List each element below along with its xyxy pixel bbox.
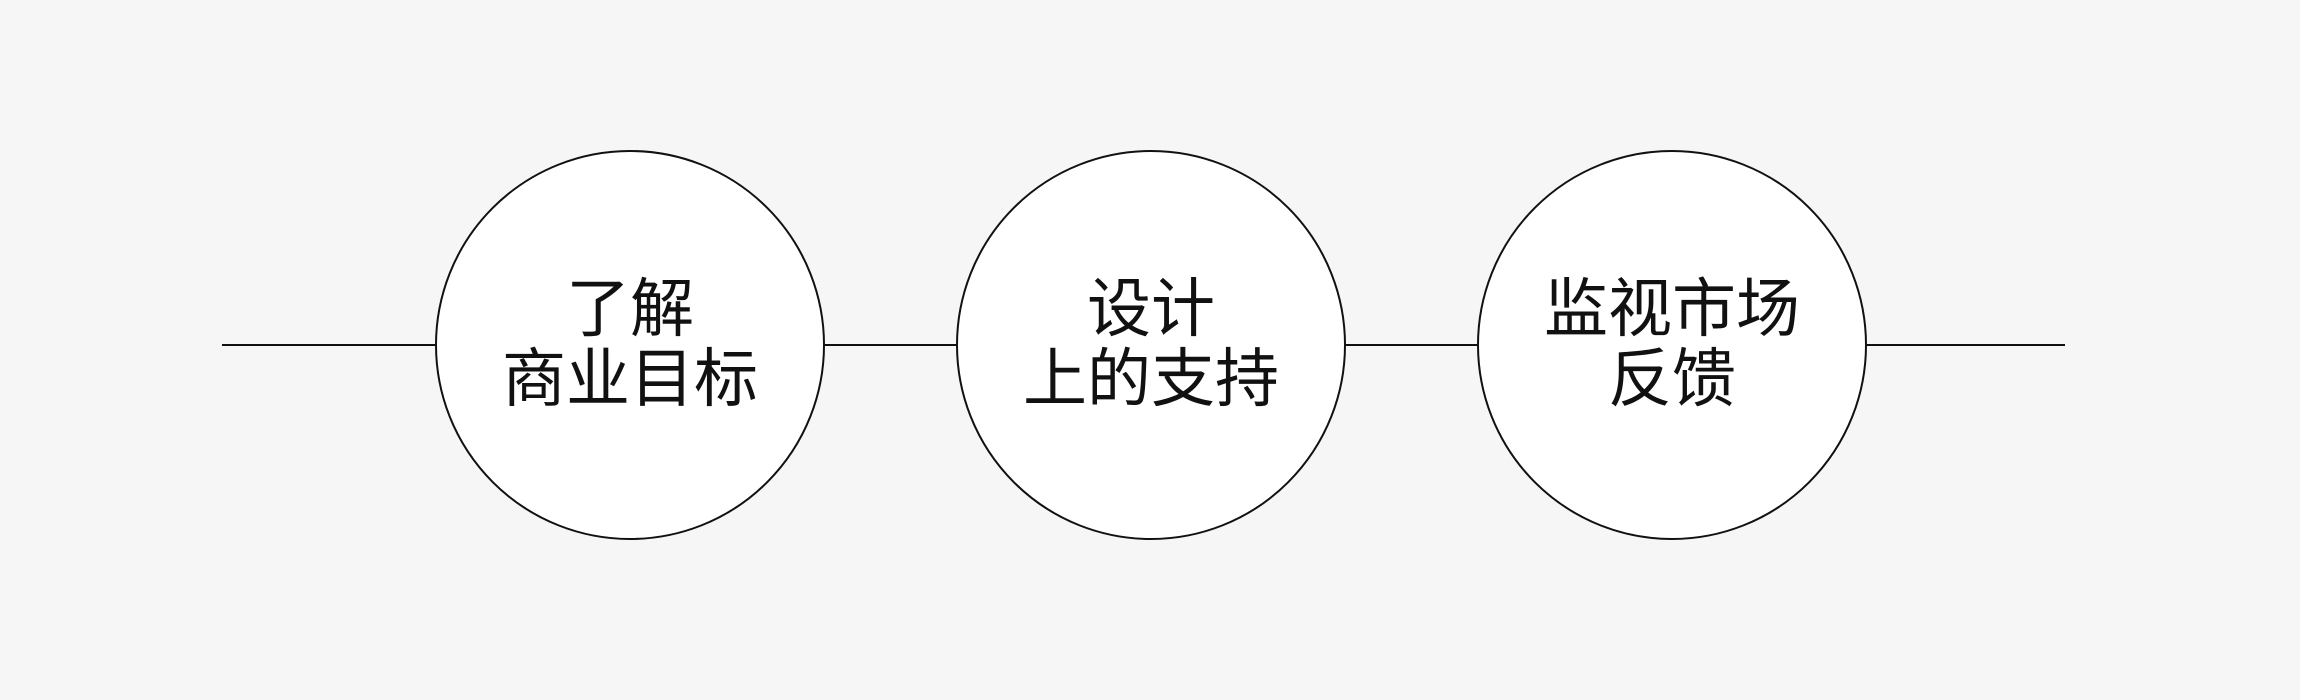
step-1-line-1: 了解 [566,273,694,347]
step-3-line-1: 监视市场 [1544,273,1800,347]
step-label-2: 设计 上的支持 [1023,275,1279,415]
step-circle-3: 监视市场 反馈 [1477,150,1867,540]
step-circle-1: 了解 商业目标 [435,150,825,540]
step-circle-2: 设计 上的支持 [956,150,1346,540]
connector-line-left [222,344,435,346]
step-label-3: 监视市场 反馈 [1544,275,1800,415]
step-2-line-1: 设计 [1087,273,1215,347]
step-2-line-2: 上的支持 [1023,343,1279,417]
step-1-line-2: 商业目标 [502,343,758,417]
step-label-1: 了解 商业目标 [502,275,758,415]
connector-line-1-2 [825,344,956,346]
connector-line-right [1867,344,2065,346]
step-3-line-2: 反馈 [1608,343,1736,417]
connector-line-2-3 [1346,344,1477,346]
